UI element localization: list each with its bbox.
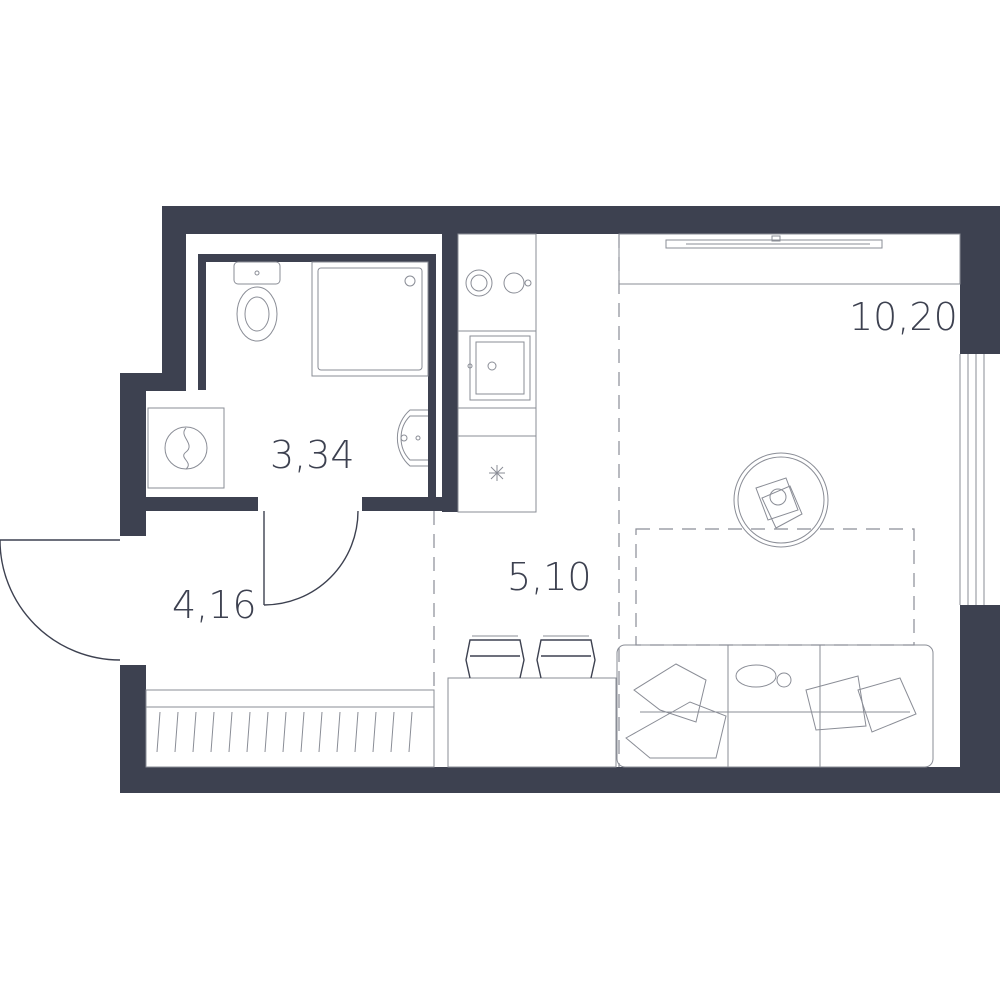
entrance-door xyxy=(0,539,121,661)
kitchen-counter xyxy=(457,233,537,513)
stove-icon xyxy=(465,269,532,297)
sink-icon xyxy=(396,409,428,467)
wardrobe-icon xyxy=(145,689,435,768)
hanger-mark xyxy=(318,711,323,753)
hanger-mark xyxy=(300,711,305,753)
dining-table-icon xyxy=(447,677,617,768)
bathroom-walls xyxy=(146,234,458,512)
sofa-icon xyxy=(616,644,934,768)
kitchen-area: 5,10 xyxy=(507,555,592,599)
window xyxy=(959,354,985,605)
hanger-mark xyxy=(408,711,413,753)
hanger-mark xyxy=(390,711,395,753)
hanger-mark xyxy=(264,711,269,753)
bathroom-door xyxy=(263,510,359,606)
hanger-mark xyxy=(174,711,179,753)
coffee-table-icon xyxy=(733,452,829,548)
hanger-mark xyxy=(156,711,161,753)
living-room-area: 10,20 xyxy=(849,295,958,339)
hanger-mark xyxy=(282,711,287,753)
toilet-icon xyxy=(233,261,281,342)
dining-chair-icon xyxy=(536,635,596,679)
hall-area: 4,16 xyxy=(172,583,257,627)
hanger-mark xyxy=(210,711,215,753)
hanger-mark xyxy=(336,711,341,753)
washing-machine-icon xyxy=(147,407,225,489)
dining-chair-icon xyxy=(465,635,525,679)
bathroom-area: 3,34 xyxy=(270,433,355,477)
zone-dividers xyxy=(433,234,915,767)
shower-tray-icon xyxy=(311,261,429,377)
hanger-mark xyxy=(372,711,377,753)
outer-walls xyxy=(120,206,1000,793)
hanger-mark xyxy=(192,711,197,753)
kitchen-sink-icon xyxy=(467,335,531,401)
hanger-mark xyxy=(354,711,359,753)
tv-icon xyxy=(618,233,961,285)
hanger-mark xyxy=(228,711,233,753)
hanger-mark xyxy=(246,711,251,753)
fridge-icon xyxy=(489,465,505,481)
